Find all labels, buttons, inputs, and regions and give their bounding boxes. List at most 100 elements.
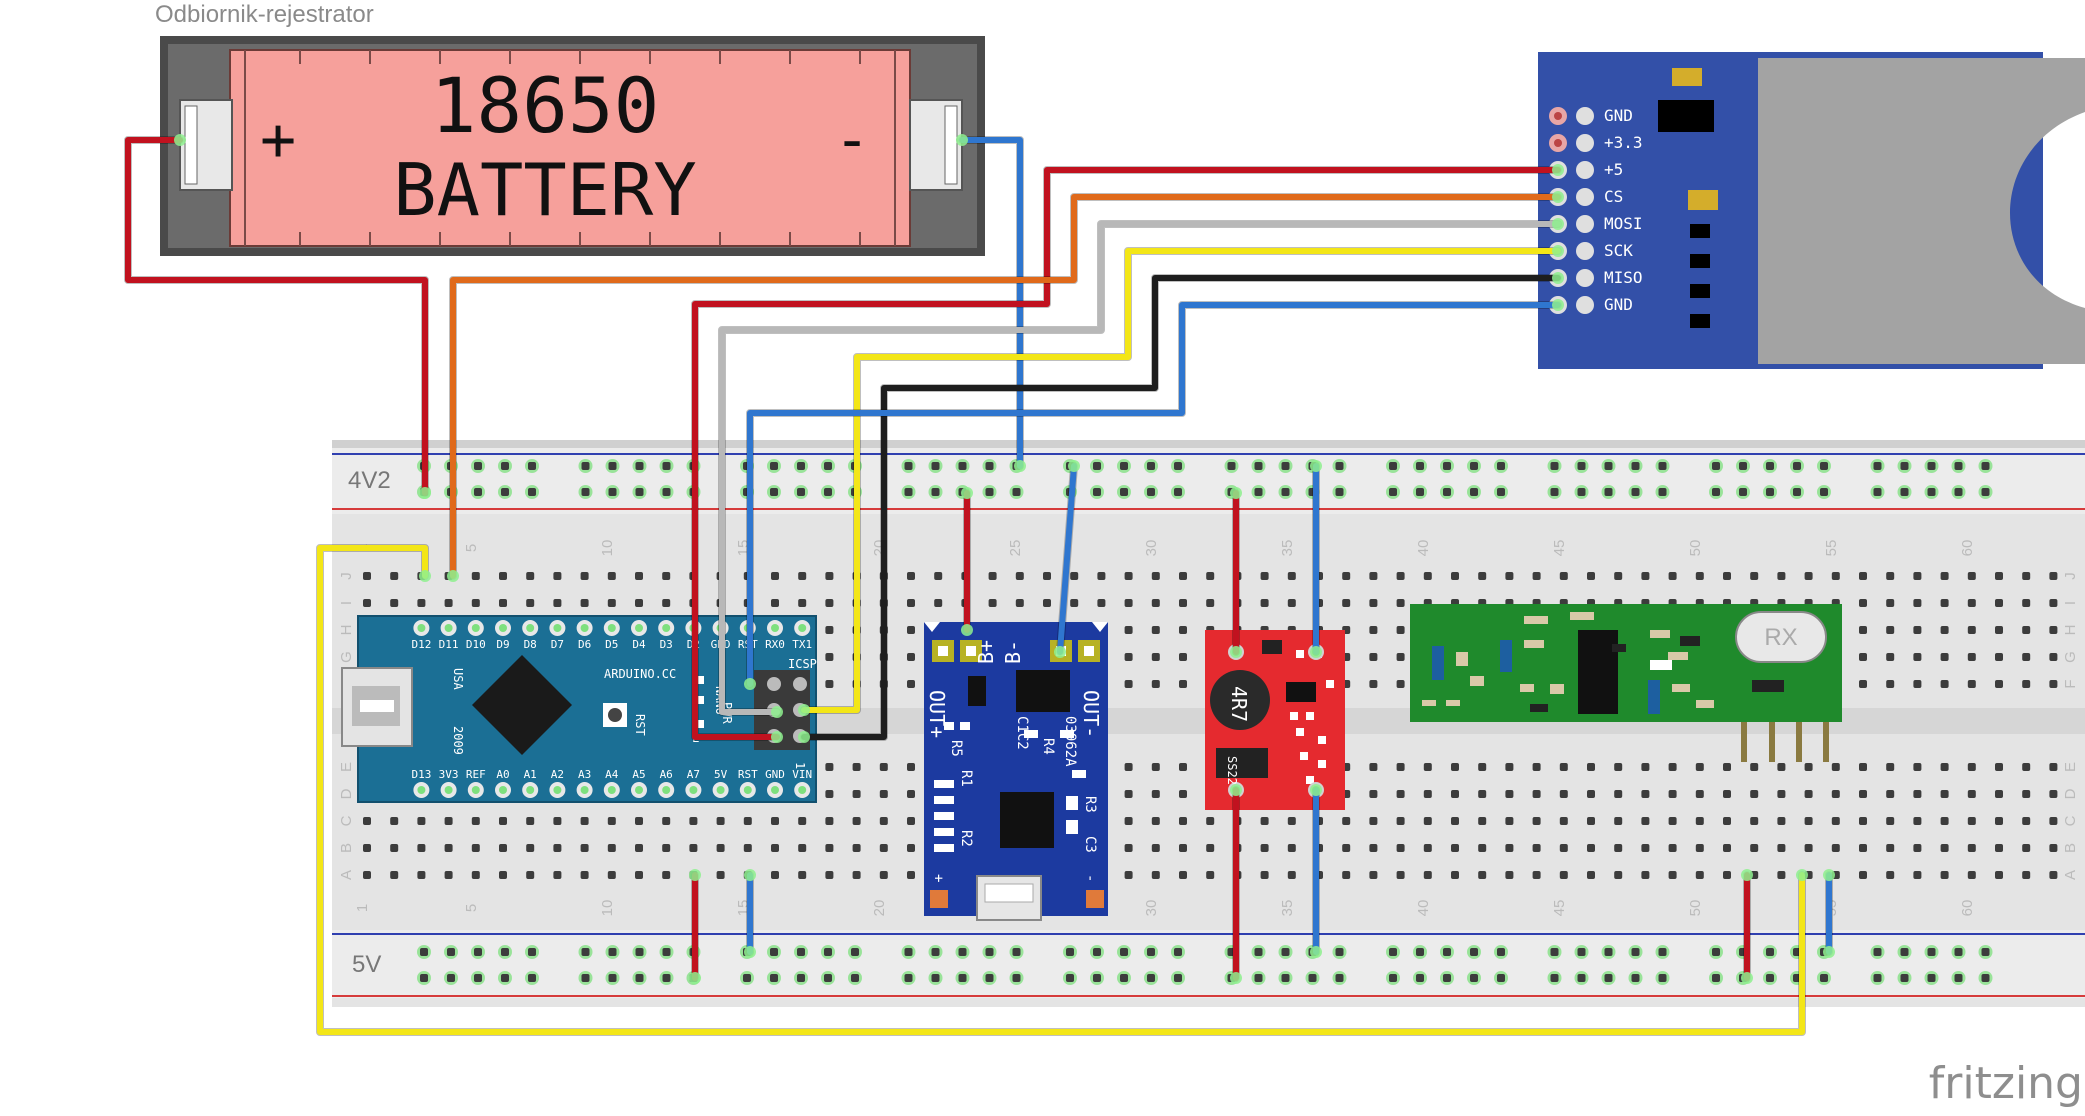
row-letter: H — [2062, 625, 2079, 636]
arduino-rst-label: RST — [633, 714, 647, 736]
charger-out-minus-label: OUT- — [1079, 690, 1103, 738]
arduino-pin-label: REF — [466, 768, 486, 781]
receiver-label: RX — [1764, 624, 1797, 651]
column-number: 55 — [1823, 540, 1840, 557]
wire-endpoint — [1552, 299, 1564, 311]
charger-r3-label: R3 — [1082, 796, 1098, 813]
column-number: 30 — [1143, 540, 1160, 557]
battery-model: 18650 — [431, 61, 660, 150]
sd-pin-label: GND — [1604, 106, 1633, 125]
arduino-pin-label: A5 — [632, 768, 645, 781]
wire-endpoint — [1741, 972, 1753, 984]
arduino-pin-label: A7 — [687, 768, 700, 781]
arduino-pin-label: A3 — [578, 768, 591, 781]
icsp-pin — [793, 677, 807, 691]
arduino-icsp-label: ICSP — [788, 657, 817, 671]
wire-endpoint — [1230, 487, 1242, 499]
wire-endpoint — [1310, 784, 1322, 796]
column-number: 60 — [1959, 900, 1976, 917]
stepup-diode-label: SS22 — [1225, 756, 1239, 785]
row-letter: C — [338, 815, 355, 826]
arduino-pin-label: D8 — [524, 638, 537, 651]
wire-endpoint — [744, 678, 756, 690]
arduino-pin-label: D13 — [411, 768, 431, 781]
arduino-year-label: 2009 — [451, 726, 465, 755]
row-letter: H — [338, 625, 355, 636]
bottom-rail-label: 5V — [352, 951, 381, 978]
stepup-converter[interactable]: 4R7 SS22 — [1205, 630, 1345, 810]
column-number: 1 — [354, 904, 371, 912]
sd-pin-label: SCK — [1604, 241, 1633, 260]
diagram-title: Odbiornik-rejestrator — [155, 1, 374, 28]
column-number: 35 — [1279, 540, 1296, 557]
charger-module[interactable]: OUT+ B+ B- OUT- R5 C1C2 R4 03962A R1 R2 … — [924, 622, 1108, 921]
row-letter: E — [2062, 762, 2079, 772]
wire-endpoint — [419, 570, 431, 582]
rx-receiver[interactable]: RX — [1410, 604, 1842, 762]
arduino-pin-label: RX0 — [765, 638, 785, 651]
row-letter: E — [338, 762, 355, 772]
arduino-pin-label: RST — [738, 768, 758, 781]
wire-endpoint — [771, 731, 783, 743]
wire-endpoint — [1310, 946, 1322, 958]
wire-endpoint — [1823, 869, 1835, 881]
arduino-pin-label: TX1 — [792, 638, 812, 651]
charger-minus-label: - — [1082, 874, 1098, 882]
wire-endpoint — [1552, 191, 1564, 203]
arduino-pin-label: VIN — [792, 768, 812, 781]
arduino-pin-label: D3 — [660, 638, 673, 651]
arduino-pin1-label: 1 — [793, 762, 807, 769]
battery-holder[interactable]: 18650 BATTERY + - — [160, 36, 985, 256]
battery-minus-sign: - — [834, 105, 870, 175]
wire-sd-5v[interactable] — [692, 167, 1561, 740]
fritzing-watermark: fritzing — [1929, 1058, 2083, 1109]
wire-sd-cs[interactable] — [450, 194, 1561, 579]
arduino-pin-label: 3V3 — [439, 768, 459, 781]
wire-battery-plus[interactable] — [125, 137, 428, 496]
column-number: 50 — [1687, 900, 1704, 917]
charger-out-plus-label: OUT+ — [925, 690, 949, 738]
charger-r2-label: R2 — [958, 830, 974, 847]
wire-endpoint — [1014, 460, 1026, 472]
wire-sd-mosi[interactable] — [719, 221, 1561, 715]
wires[interactable] — [124, 136, 1833, 1036]
wire-endpoint — [1230, 646, 1242, 658]
arduino-pin-label: D4 — [632, 638, 646, 651]
column-number: 50 — [1687, 540, 1704, 557]
charger-r1-label: R1 — [958, 770, 974, 787]
charger-c1c2-label: C1C2 — [1014, 716, 1030, 750]
wire-sd-sck[interactable] — [801, 248, 1561, 713]
column-number: 10 — [599, 540, 616, 557]
column-number: 45 — [1551, 540, 1568, 557]
wire-endpoint — [1068, 460, 1080, 472]
wire-rx-data[interactable] — [317, 545, 1805, 1035]
sd-card-module[interactable]: GND +3.3 +5 CS MOSI SCK MISO GND — [1538, 52, 2085, 369]
arduino-pin-label: D10 — [466, 638, 486, 651]
wire-endpoint — [1054, 646, 1066, 658]
column-number: 45 — [1551, 900, 1568, 917]
charger-b-plus-label: B+ — [974, 640, 998, 664]
row-letter: G — [2062, 651, 2079, 663]
wire-sd-miso[interactable] — [801, 275, 1561, 740]
wire-endpoint — [961, 624, 973, 636]
charger-c3-label: C3 — [1082, 836, 1098, 853]
top-rail-label: 4V2 — [348, 467, 391, 494]
column-number: 20 — [871, 900, 888, 917]
wire-charger-b-minus[interactable] — [1057, 463, 1077, 655]
row-letter: B — [2062, 843, 2079, 853]
arduino-pin-label: D9 — [496, 638, 509, 651]
arduino-pin-label: D7 — [551, 638, 564, 651]
wire-endpoint — [961, 487, 973, 499]
wire-endpoint — [798, 704, 810, 716]
sd-pin-label: +3.3 — [1604, 133, 1643, 152]
arduino-pin-label: D12 — [411, 638, 431, 651]
wire-endpoint — [1230, 972, 1242, 984]
wire-endpoint — [1823, 946, 1835, 958]
arduino-pin-label: D5 — [605, 638, 618, 651]
wire-endpoint — [1552, 218, 1564, 230]
wire-endpoint — [689, 869, 701, 881]
column-number: 25 — [1007, 540, 1024, 557]
wire-sd-gnd[interactable] — [747, 302, 1561, 687]
